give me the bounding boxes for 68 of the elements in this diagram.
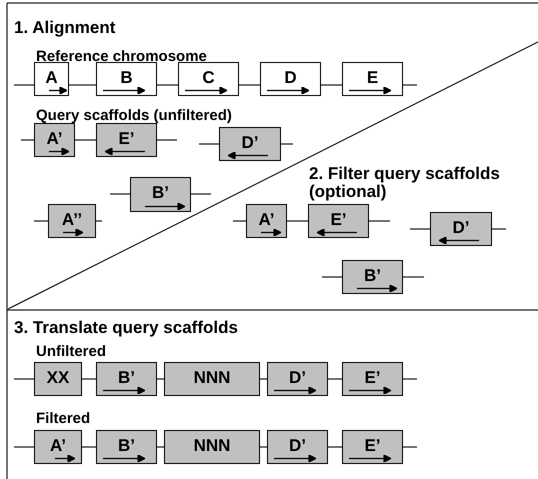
segment-label: B’	[117, 436, 136, 456]
segment-box	[96, 62, 157, 96]
chromosome-line	[156, 378, 164, 380]
segment-box	[96, 362, 157, 396]
segment-box	[96, 123, 157, 157]
segment-label: B’	[117, 368, 136, 388]
chromosome-line	[156, 446, 164, 448]
segment-label: D’	[288, 368, 307, 388]
segment-label: A’	[45, 129, 64, 149]
chromosome-line	[238, 84, 260, 86]
segment-label: D’	[288, 436, 307, 456]
segment-box	[219, 127, 281, 161]
chromosome-line	[328, 446, 342, 448]
segment-label: NNN	[192, 436, 232, 456]
segment-box	[34, 123, 75, 157]
segment-label: A’	[257, 210, 276, 230]
row-heading: Query scaffolds (unfiltered)	[36, 107, 232, 124]
segment-box	[430, 212, 492, 246]
segment-label: A’’	[60, 210, 84, 230]
segment-label: C	[201, 68, 216, 88]
segment-label: A’	[48, 436, 68, 456]
chromosome-line	[68, 84, 96, 86]
segment-label: D	[283, 68, 298, 88]
segment-box	[34, 430, 82, 464]
segment-box	[267, 430, 328, 464]
segment-box	[34, 62, 69, 96]
segment-box	[342, 260, 403, 294]
segment-label: B’	[363, 266, 382, 286]
segment-label: NNN	[192, 368, 232, 388]
chromosome-line	[156, 84, 178, 86]
segment-box	[164, 430, 260, 464]
row-heading: Unfiltered	[36, 343, 106, 360]
segment-box	[130, 177, 191, 212]
chromosome-line	[260, 446, 268, 448]
chromosome-line	[320, 84, 342, 86]
chromosome-line	[82, 378, 96, 380]
chromosome-line	[260, 378, 268, 380]
segment-box	[164, 362, 260, 396]
segment-label: B’	[151, 183, 170, 203]
row-heading: Reference chromosome	[36, 48, 207, 65]
segment-label: B	[119, 68, 134, 88]
section-heading: 1. Alignment	[14, 18, 116, 38]
segment-box	[178, 62, 239, 96]
chromosome-line	[328, 378, 342, 380]
segment-label: XX	[46, 368, 70, 388]
segment-label: A	[44, 68, 59, 88]
chromosome-line	[82, 446, 96, 448]
segment-label: E’	[329, 210, 348, 230]
segment-box	[96, 430, 157, 464]
segment-box	[246, 204, 287, 238]
section-heading: 2. Filter query scaffolds (optional)	[309, 165, 501, 201]
segment-label: E’	[363, 436, 382, 456]
segment-box	[342, 362, 403, 396]
segment-box	[308, 204, 369, 238]
row-heading: Filtered	[36, 410, 90, 427]
segment-label: E	[366, 68, 380, 88]
segment-box	[260, 62, 321, 96]
segment-box	[34, 362, 82, 396]
segment-box	[342, 62, 403, 96]
chromosome-line	[286, 220, 308, 222]
section-heading: 3. Translate query scaffolds	[14, 318, 238, 338]
segment-label: E’	[363, 368, 382, 388]
segment-box	[48, 204, 96, 238]
segment-label: D’	[452, 218, 470, 238]
segment-box	[342, 430, 403, 464]
segment-label: D’	[240, 133, 260, 153]
segment-box	[267, 362, 328, 396]
segment-label: E’	[117, 129, 136, 149]
